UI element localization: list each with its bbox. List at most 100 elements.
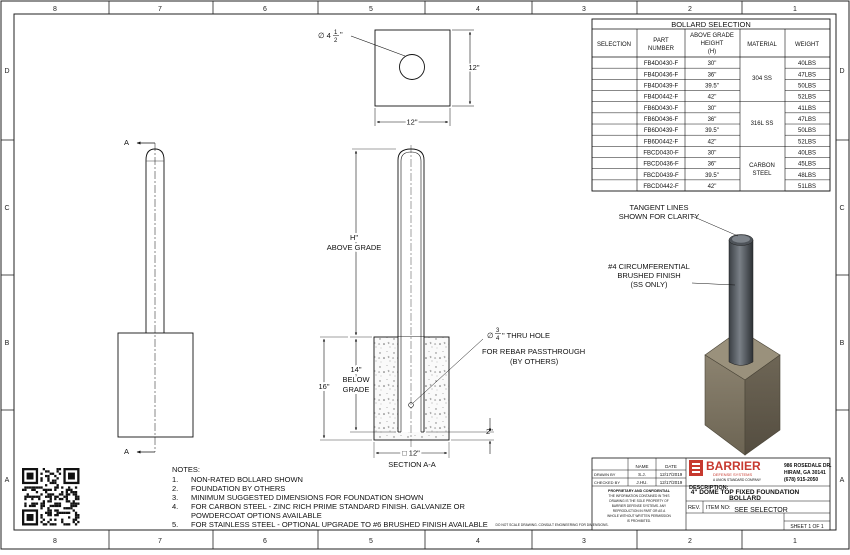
table-cell-weight: 52LBS — [798, 139, 816, 145]
table-cell-part: FB6D0436-F — [644, 117, 679, 123]
title-block: NAME DATE DRAWN BY S.J. 12/17/2019 CHECK… — [591, 457, 832, 531]
selection-cell — [609, 103, 617, 111]
table-cell-weight: 41LBS — [798, 106, 816, 112]
note-3-num: 3. — [172, 493, 178, 502]
zone-col-4-bottom: 4 — [476, 538, 480, 545]
selection-cell — [609, 92, 617, 100]
zone-col-5-bottom: 5 — [369, 538, 373, 545]
tb-checked-by-name: J.HU. — [636, 480, 647, 485]
table-cell-part: FB6D0430-F — [644, 106, 679, 112]
selection-cell — [609, 181, 617, 189]
note-5-text: FOR STAINLESS STEEL - OPTIONAL UPGRADE T… — [191, 520, 488, 529]
dim-below-grade-word2: GRADE — [343, 385, 370, 394]
tb-col-name: NAME — [635, 464, 648, 469]
zone-col-4: 4 — [476, 6, 480, 13]
col-height-3: (H) — [708, 49, 716, 55]
table-cell-height: 39.5" — [705, 173, 719, 179]
table-cell-weight: 52LBS — [798, 95, 816, 101]
note-4-num: 4. — [172, 502, 178, 511]
selection-cell — [609, 114, 617, 122]
table-cell-height: 42" — [708, 139, 717, 145]
description-line1: 4" DOME TOP FIXED FOUNDATION — [691, 489, 800, 496]
dim-h-label: H" — [350, 233, 358, 242]
table-cell-part: FBCD0430-F — [643, 151, 679, 157]
col-part-2: NUMBER — [648, 46, 675, 52]
note-1-text: NON-RATED BOLLARD SHOWN — [191, 475, 303, 484]
table-cell-weight: 40LBS — [798, 61, 816, 67]
note-3-text: MINIMUM SUGGESTED DIMENSIONS FOR FOUNDAT… — [191, 493, 423, 502]
item-value: SEE SELECTOR — [734, 507, 788, 514]
col-selection: SELECTION — [597, 42, 631, 48]
prop-line4: BARRIER DEFENSE SYSTEMS. ANY — [612, 504, 667, 508]
note-2-num: 2. — [172, 484, 178, 493]
material-316lss: 316L SS — [751, 121, 774, 127]
zone-col-6: 6 — [263, 6, 267, 13]
plan-hole-dia-label: ∅ 4 — [318, 31, 331, 40]
rev-label: REV. — [688, 505, 701, 511]
table-cell-weight: 47LBS — [798, 117, 816, 123]
table-cell-weight: 47LBS — [798, 72, 816, 78]
col-height-1: ABOVE GRADE — [690, 33, 734, 39]
table-cell-part: FB4D0442-F — [644, 95, 679, 101]
isometric-view: TANGENT LINES SHOWN FOR CLARITY #4 CIRCU… — [608, 203, 781, 456]
zone-col-8: 8 — [53, 6, 57, 13]
address-phone: (678) 915-2050 — [784, 477, 818, 483]
iso-note-tangent-2: SHOWN FOR CLARITY — [619, 212, 699, 221]
table-cell-part: FB6D0439-F — [644, 128, 679, 134]
zone-row-b: B — [5, 340, 10, 347]
table-cell-part: FBCD0442-F — [643, 184, 679, 190]
table-cell-height: 36" — [708, 72, 717, 78]
material-carbon: CARBON — [749, 163, 775, 169]
dim-footing-width: □ 12" — [402, 449, 420, 458]
zone-col-1: 1 — [793, 6, 797, 13]
iso-note-finish-1: #4 CIRCUMFERENTIAL — [608, 262, 690, 271]
zone-col-6-bottom: 6 — [263, 538, 267, 545]
selection-cell — [609, 59, 617, 66]
zone-col-8-bottom: 8 — [53, 538, 57, 545]
dim-base-gap: 2" — [486, 427, 493, 436]
section-marker-top: A — [124, 138, 129, 147]
table-cell-height: 30" — [708, 61, 717, 67]
note-2-text: FOUNDATION BY OTHERS — [191, 484, 285, 493]
table-cell-height: 36" — [708, 117, 717, 123]
zone-row-a-right: A — [840, 477, 845, 484]
zone-col-7-bottom: 7 — [158, 538, 162, 545]
table-cell-weight: 40LBS — [798, 151, 816, 157]
col-height-2: HEIGHT — [701, 41, 724, 47]
description-line2: BOLLARD — [729, 495, 761, 502]
description-label: DESCRIPTION: — [689, 485, 729, 491]
table-cell-part: FBCD0436-F — [643, 162, 679, 168]
table-cell-height: 42" — [708, 95, 717, 101]
table-cell-weight: 45LBS — [798, 162, 816, 168]
prop-line2: THE INFORMATION CONTAINED IN THIS — [609, 494, 670, 498]
dim-below-grade-word1: BELOW — [342, 375, 370, 384]
zone-col-2: 2 — [688, 6, 692, 13]
note-4-cont: POWDERCOAT OPTIONS AVAILABLE — [191, 511, 322, 520]
qr-code — [20, 466, 82, 528]
table-cell-weight: 50LBS — [798, 84, 816, 90]
col-weight: WEIGHT — [795, 42, 819, 48]
tb-drawn-by-name: S.J. — [638, 472, 646, 477]
table-cell-height: 39.5" — [705, 128, 719, 134]
table-cell-weight: 48LBS — [798, 173, 816, 179]
table-cell-weight: 51LBS — [798, 184, 816, 190]
brand-sub: DEFENSE SYSTEMS — [713, 472, 752, 477]
footer-note: DO NOT SCALE DRAWING. CONSULT ENGINEERIN… — [495, 523, 608, 527]
table-cell-part: FBCD0439-F — [643, 173, 679, 179]
brand-tag: A UNION STANDARD COMPANY — [713, 478, 762, 482]
dim-footing-depth: 16" — [318, 382, 329, 391]
zone-col-3: 3 — [582, 6, 586, 13]
thru-hole-text: " THRU HOLE — [502, 331, 550, 340]
bollard-selection-table: BOLLARD SELECTION SELECTION PART NUMBER … — [591, 18, 831, 192]
zone-row-d-right: D — [839, 68, 844, 75]
zone-labels: 8 7 6 5 4 3 2 1 8 7 6 5 4 3 2 1 D C B A … — [4, 6, 844, 545]
zone-row-c-right: C — [839, 205, 844, 212]
tb-checked-by-label: CHECKED BY — [594, 480, 620, 485]
plan-height-dim: 12" — [468, 63, 479, 72]
iso-note-finish-2: BRUSHED FINISH — [617, 271, 680, 280]
plan-hole-frac-den: 2 — [334, 38, 338, 44]
prop-line3: DRAWING IS THE SOLE PROPERTY OF — [609, 499, 668, 503]
plan-hole-frac-num: 1 — [334, 30, 338, 36]
plan-view: ∅ 4 1 2 " 12" 12" — [318, 29, 481, 128]
plan-width-dim: 12" — [406, 118, 417, 127]
